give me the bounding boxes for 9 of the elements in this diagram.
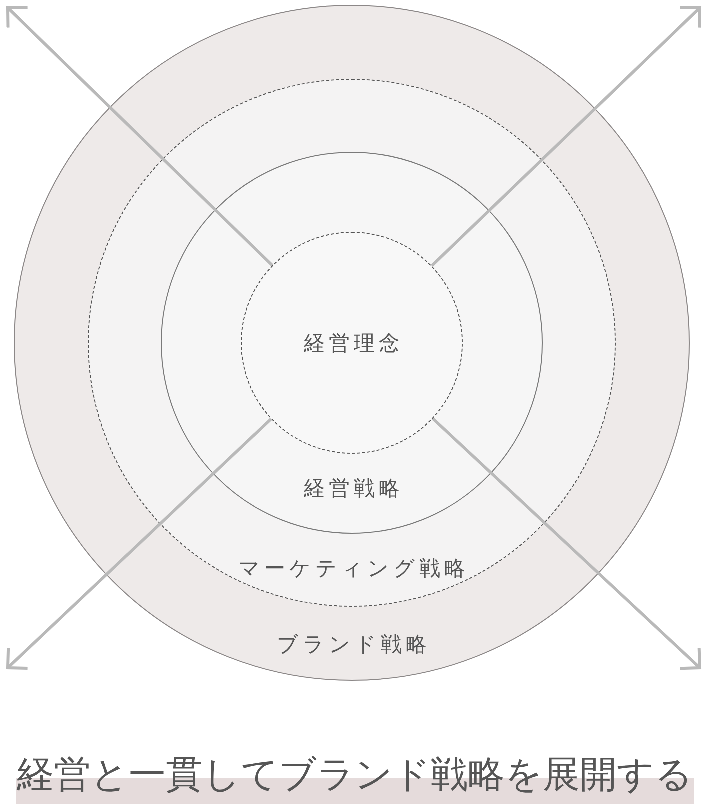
arrow (432, 418, 702, 670)
arrow (6, 418, 272, 670)
circle-label: 経営理念 (303, 331, 404, 357)
arrow (430, 6, 702, 268)
caption: 経営と一貫してブランド戦略を展開する (16, 756, 694, 804)
circle-label: マーケティング戦略 (238, 556, 470, 582)
arrow (6, 6, 274, 267)
circle-label: ブランド戦略 (276, 632, 431, 658)
circle-label: 経営戦略 (303, 476, 404, 502)
